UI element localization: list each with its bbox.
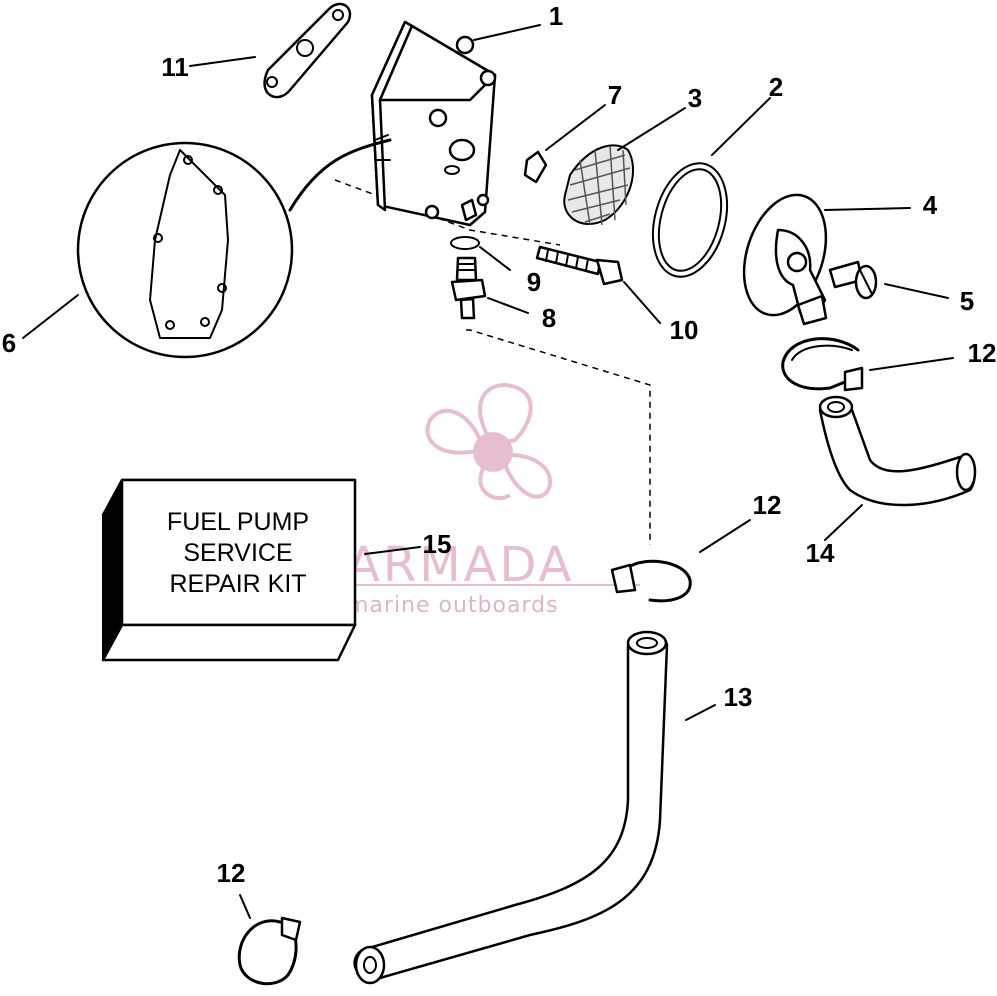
callout-12-middle: 12 xyxy=(753,490,782,520)
kit-label-line1: FUEL PUMP xyxy=(167,508,309,536)
watermark: ARMADA marine outboards xyxy=(347,382,640,618)
part-12-clamp-upper xyxy=(781,337,864,392)
part-3-filter-screen xyxy=(563,144,635,226)
propeller-logo-icon xyxy=(425,382,553,501)
callout-4: 4 xyxy=(923,190,938,220)
watermark-tagline: marine outboards xyxy=(347,593,559,618)
part-8-fitting xyxy=(450,256,487,320)
assembly-guide-lines xyxy=(334,179,651,545)
part-4-pump-cover xyxy=(742,193,828,326)
callout-5: 5 xyxy=(960,286,974,316)
callout-6: 6 xyxy=(2,328,16,358)
callout-1: 1 xyxy=(549,1,563,31)
callout-15: 15 xyxy=(423,529,452,559)
part-10-bolt xyxy=(535,245,624,286)
part-2-o-ring xyxy=(652,162,728,278)
callout-2: 2 xyxy=(769,72,783,102)
callout-9: 9 xyxy=(527,267,541,297)
callout-11: 11 xyxy=(161,52,189,82)
part-6-gasket-detail xyxy=(76,138,392,359)
callout-14: 14 xyxy=(806,538,835,568)
callout-numbers: 1 2 3 4 5 6 7 8 9 10 11 12 12 12 13 14 1… xyxy=(2,1,997,888)
kit-label-line3: REPAIR KIT xyxy=(169,570,306,598)
callout-10: 10 xyxy=(670,315,699,345)
callout-12-lower: 12 xyxy=(217,858,246,888)
part-11-cover-plate xyxy=(263,2,352,99)
callout-13: 13 xyxy=(724,682,753,712)
callout-8: 8 xyxy=(542,303,556,333)
part-7-check-valve xyxy=(523,150,548,184)
part-14-short-hose xyxy=(818,395,977,507)
callout-7: 7 xyxy=(608,80,622,110)
part-1-fuel-pump-body xyxy=(370,20,497,227)
callout-3: 3 xyxy=(688,83,702,113)
callout-12-upper: 12 xyxy=(968,338,997,368)
part-9-small-o-ring xyxy=(450,236,480,250)
part-5-screw xyxy=(828,260,878,300)
part-12-clamp-lower xyxy=(237,916,302,986)
watermark-brand: ARMADA xyxy=(347,537,574,593)
part-15-repair-kit-box: FUEL PUMP SERVICE REPAIR KIT xyxy=(101,478,357,662)
part-13-long-hose xyxy=(353,630,669,985)
part-12-clamp-middle xyxy=(610,559,692,603)
leader-lines xyxy=(22,24,954,919)
kit-label-line2: SERVICE xyxy=(183,539,292,567)
